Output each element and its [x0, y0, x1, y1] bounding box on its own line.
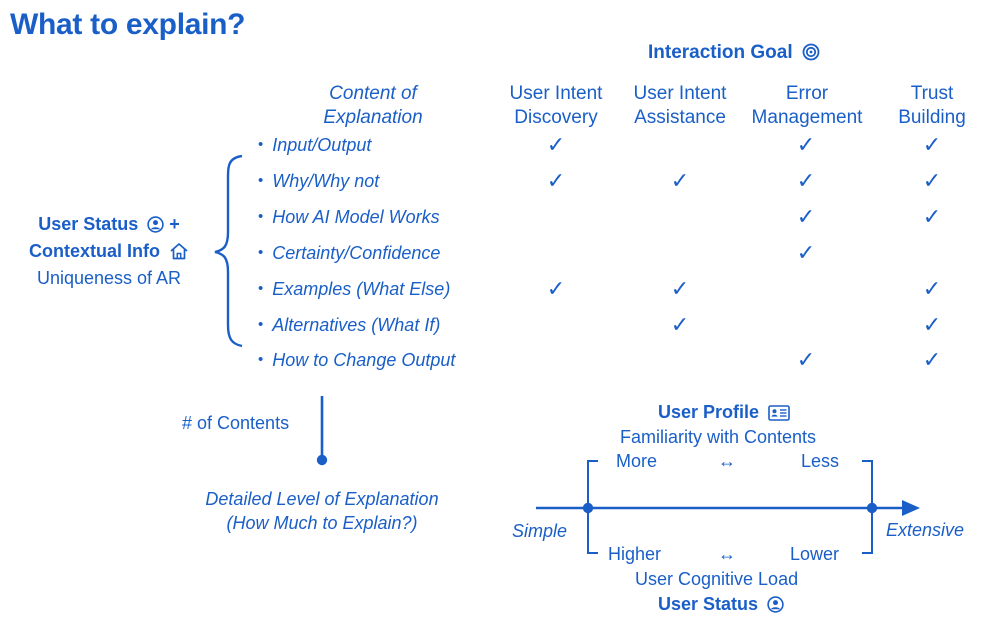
check-mark-icon: ✓ — [796, 133, 816, 158]
check-mark-icon: ✓ — [796, 169, 816, 194]
extensive-label: Extensive — [886, 520, 965, 540]
column-header-line1: Trust — [910, 83, 954, 104]
lower-label: Lower — [790, 544, 840, 564]
page-title: What to explain? — [10, 8, 246, 41]
user-circle-icon — [767, 596, 784, 618]
column-header-line2: Discovery — [514, 107, 598, 128]
cognitive-arrow-icon: ↔ — [718, 544, 736, 564]
check-mark-icon: ✓ — [670, 277, 690, 302]
user-profile-label: User Profile — [658, 402, 790, 426]
check-mark-icon: ✓ — [670, 169, 690, 194]
check-mark-icon: ✓ — [670, 313, 690, 338]
bullet-icon: • — [258, 351, 264, 368]
interaction-goal-header: Interaction Goal — [648, 42, 820, 67]
bullet-icon: • — [258, 208, 264, 225]
check-mark-icon: ✓ — [922, 348, 942, 373]
content-header-line2: Explanation — [323, 107, 423, 128]
check-mark-icon: ✓ — [546, 277, 566, 302]
detail-level-line2: (How Much to Explain?) — [226, 513, 418, 533]
row-label: Certainty/Confidence — [272, 243, 441, 263]
simple-label: Simple — [512, 521, 568, 541]
check-mark-icon: ✓ — [922, 313, 942, 338]
column-header-user-intent-assistance: User Intent Assistance — [620, 82, 740, 130]
id-card-icon — [768, 405, 790, 426]
check-mark-icon: ✓ — [796, 241, 816, 266]
check-mark-icon: ✓ — [546, 133, 566, 158]
row-label: Alternatives (What If) — [272, 315, 441, 335]
bullet-icon: • — [258, 316, 264, 333]
scale-arrowhead — [902, 500, 920, 516]
column-header-line1: User Intent — [633, 83, 727, 104]
side-context-block: User Status + Contextual Info Uniqueness… — [14, 212, 204, 290]
side-plus: + — [169, 214, 180, 234]
side-user-status-label: User Status — [38, 214, 139, 234]
content-row-certainty-confidence: • Certainty/Confidence — [258, 243, 440, 264]
column-header-line2: Assistance — [634, 107, 726, 128]
check-mark-icon: ✓ — [922, 277, 942, 302]
bullet-icon: • — [258, 172, 264, 189]
column-header-line2: Management — [751, 107, 863, 128]
row-label: How AI Model Works — [272, 207, 440, 227]
familiarity-bracket — [587, 460, 873, 508]
bullet-icon: • — [258, 244, 264, 261]
familiarity-label: Familiarity with Contents — [620, 427, 817, 447]
cognitive-load-label: User Cognitive Load — [635, 569, 799, 589]
row-label: Input/Output — [272, 135, 372, 155]
side-uniqueness-label: Uniqueness of AR — [36, 268, 182, 288]
content-header-line1: Content of — [329, 83, 417, 104]
user-profile-text: User Profile — [658, 402, 760, 422]
column-header-error-management: Error Management — [742, 82, 872, 130]
cognitive-load-bracket — [587, 508, 873, 554]
row-label: Why/Why not — [272, 171, 380, 191]
detail-level-line1: Detailed Level of Explanation — [205, 489, 439, 509]
row-label: Examples (What Else) — [272, 279, 451, 299]
bullet-icon: • — [258, 280, 264, 297]
num-contents-label: # of Contents — [182, 413, 290, 433]
content-row-examples: • Examples (What Else) — [258, 279, 450, 300]
user-circle-icon — [147, 215, 164, 239]
bullet-icon: • — [258, 136, 264, 153]
contents-connector-dot — [316, 454, 328, 466]
bottom-user-status-text: User Status — [658, 594, 759, 614]
check-mark-icon: ✓ — [922, 133, 942, 158]
bottom-user-status-label: User Status — [658, 594, 784, 618]
column-header-user-intent-discovery: User Intent Discovery — [496, 82, 616, 130]
content-row-input-output: • Input/Output — [258, 135, 371, 156]
check-mark-icon: ✓ — [922, 169, 942, 194]
column-header-line1: Error — [785, 83, 829, 104]
check-mark-icon: ✓ — [922, 205, 942, 230]
content-row-alternatives: • Alternatives (What If) — [258, 315, 440, 336]
detail-level-label: Detailed Level of Explanation (How Much … — [160, 487, 484, 535]
side-contextual-info: Contextual Info — [14, 239, 204, 266]
content-brace — [214, 154, 243, 348]
higher-label: Higher — [608, 544, 662, 564]
home-icon — [169, 242, 189, 266]
interaction-goal-label: Interaction Goal — [648, 42, 793, 63]
content-row-why-why-not: • Why/Why not — [258, 171, 379, 192]
column-header-line1: User Intent — [509, 83, 603, 104]
less-label: Less — [801, 451, 840, 471]
check-mark-icon: ✓ — [796, 348, 816, 373]
check-mark-icon: ✓ — [796, 205, 816, 230]
column-header-line2: Building — [898, 107, 966, 128]
side-user-status: User Status + — [14, 212, 204, 239]
target-icon — [802, 43, 820, 67]
row-label: How to Change Output — [272, 350, 456, 370]
content-of-explanation-header: Content of Explanation — [318, 82, 428, 130]
more-label: More — [616, 451, 658, 471]
check-mark-icon: ✓ — [546, 169, 566, 194]
content-row-how-to-change-output: • How to Change Output — [258, 350, 455, 371]
column-header-trust-building: Trust Building — [880, 82, 984, 130]
familiarity-arrow-icon: ↔ — [718, 451, 736, 471]
side-contextual-info-label: Contextual Info — [28, 241, 160, 261]
content-row-how-ai-model-works: • How AI Model Works — [258, 207, 440, 228]
